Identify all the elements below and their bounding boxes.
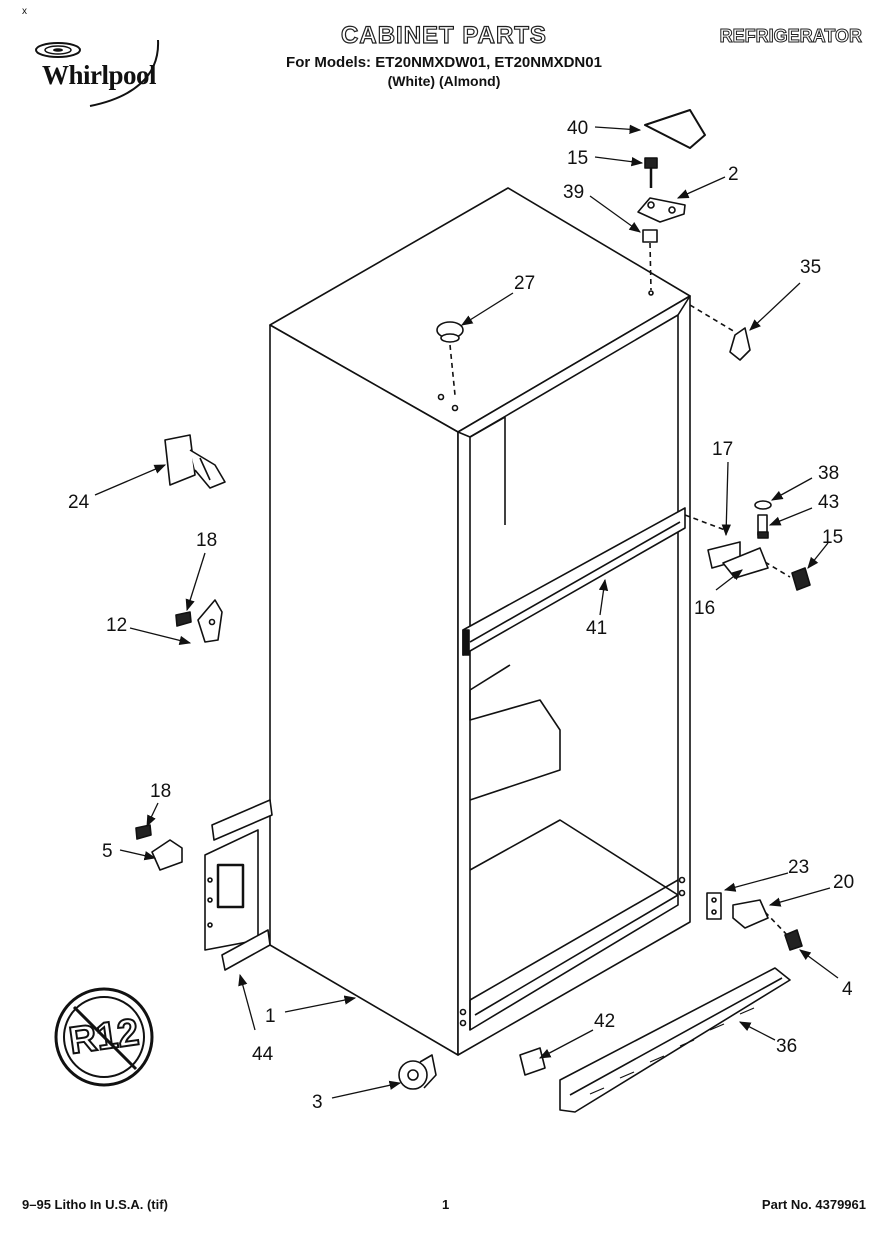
models-line: For Models: ET20NMXDW01, ET20NMXDN01	[286, 54, 602, 71]
cabinet-shell	[269, 187, 791, 1056]
callout-24: 24	[68, 492, 90, 513]
footer-print-info: 9–95 Litho In U.S.A. (tif)	[22, 1197, 168, 1212]
callout-15-mid: 15	[822, 527, 843, 548]
whirlpool-logo: Whirlpool	[30, 38, 180, 113]
logo-swirl-icon	[35, 39, 160, 107]
callout-39: 39	[563, 182, 584, 203]
callout-38: 38	[818, 463, 839, 484]
callout-36: 36	[776, 1036, 797, 1057]
callout-41: 41	[586, 618, 607, 639]
callout-4: 4	[842, 979, 853, 1000]
page-title: CABINET PARTS	[340, 21, 547, 49]
callout-1: 1	[265, 1006, 276, 1027]
corner-mark: x	[22, 6, 27, 17]
no-r12-seal: R12	[52, 985, 157, 1090]
callout-20: 20	[833, 872, 854, 893]
callout-18-lower: 18	[150, 781, 171, 802]
callout-5: 5	[102, 841, 113, 862]
footer-part-number: Part No. 4379961	[761, 1197, 866, 1212]
callout-40: 40	[567, 118, 588, 139]
variants-line: (White) (Almond)	[387, 73, 501, 89]
callout-23: 23	[788, 857, 809, 878]
callout-15-top: 15	[567, 148, 588, 169]
callout-2: 2	[728, 164, 739, 185]
callout-18-upper: 18	[196, 530, 217, 551]
callout-43: 43	[818, 492, 839, 513]
callout-42: 42	[594, 1011, 615, 1032]
callout-12: 12	[106, 615, 127, 636]
no-r12-icon: R12	[54, 987, 154, 1087]
brand-name: Whirlpool	[42, 60, 157, 90]
callout-27: 27	[514, 273, 535, 294]
callout-16: 16	[694, 598, 715, 619]
category-label: REFRIGERATOR	[719, 26, 862, 47]
footer-page-number: 1	[442, 1197, 450, 1212]
callout-44: 44	[252, 1044, 274, 1065]
callout-35: 35	[800, 257, 821, 278]
callout-3: 3	[312, 1092, 323, 1113]
callout-17: 17	[712, 439, 733, 460]
